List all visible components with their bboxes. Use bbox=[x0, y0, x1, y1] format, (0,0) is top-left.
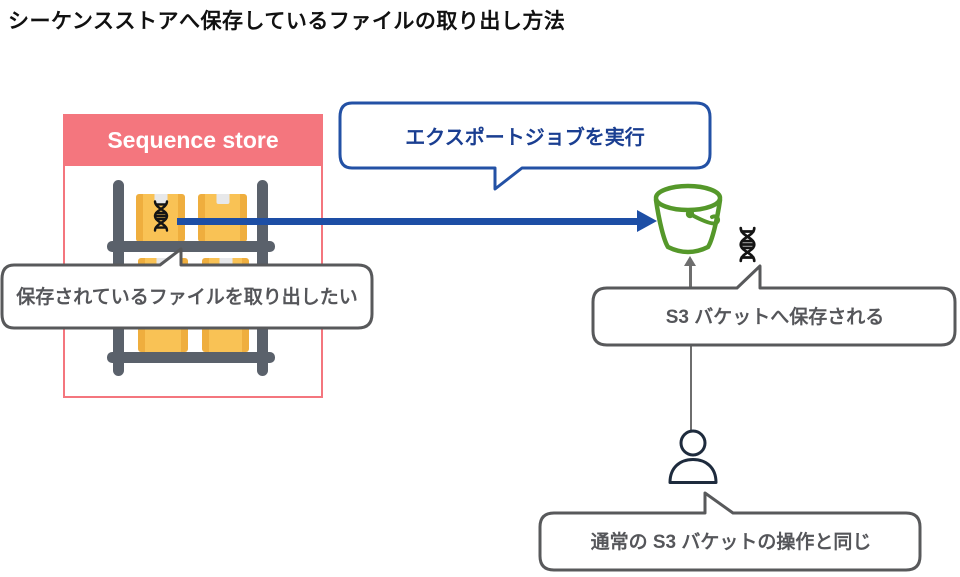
dna-icon bbox=[739, 226, 756, 263]
person-connector-line bbox=[690, 345, 692, 432]
box-tape bbox=[216, 194, 229, 204]
box-tape bbox=[154, 194, 167, 204]
sequence-store-label: Sequence store bbox=[107, 126, 279, 153]
dna-icon bbox=[153, 200, 169, 232]
saved-to-s3-bubble-text: S3 バケットへ保存される bbox=[665, 307, 885, 328]
retrieve-file-bubble-text: 保存されているファイルを取り出したい bbox=[16, 287, 358, 308]
arrow-up-icon bbox=[684, 256, 696, 266]
export-job-bubble-text: エクスポートジョブを実行 bbox=[405, 126, 645, 149]
export-flow-arrow bbox=[177, 218, 638, 225]
s3-bucket-icon bbox=[653, 183, 723, 255]
box-tape bbox=[219, 258, 232, 268]
same-as-s3-bubble bbox=[538, 491, 922, 572]
sequence-store-header: Sequence store bbox=[63, 114, 323, 166]
shelf-bar-bottom bbox=[107, 352, 275, 363]
page-title: シーケンスストアへ保存しているファイルの取り出し方法 bbox=[8, 10, 566, 33]
retrieve-file-bubble bbox=[0, 247, 374, 330]
saved-to-s3-bubble bbox=[591, 264, 957, 347]
arrow-right-icon bbox=[637, 210, 657, 232]
bucket-connector-line bbox=[689, 266, 692, 288]
same-as-s3-bubble-text: 通常の S3 バケットの操作と同じ bbox=[590, 532, 872, 553]
export-job-bubble bbox=[338, 101, 712, 191]
user-icon bbox=[668, 429, 718, 484]
shelf-bar-top bbox=[107, 241, 275, 252]
